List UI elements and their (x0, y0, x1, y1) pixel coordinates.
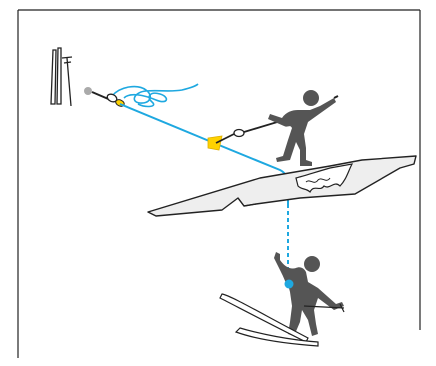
pole-shaft (66, 57, 72, 107)
skier-tie-in-point (284, 279, 294, 289)
pole-strap (63, 61, 72, 64)
ski-left (50, 49, 57, 105)
climber-figure-icon (268, 90, 336, 166)
snow-bridge-icon (147, 155, 417, 217)
skier-body (274, 252, 344, 336)
snow-slab (147, 155, 417, 217)
ski-right (56, 47, 62, 105)
frame-border (17, 9, 421, 358)
ski-pair-icon-2 (219, 293, 319, 347)
ski-pole-icon (61, 56, 73, 107)
slab-notch (237, 197, 257, 207)
rescuer-hand (333, 95, 339, 99)
pole-basket (339, 303, 345, 313)
coil-loop-2 (123, 92, 168, 108)
skier-head (304, 256, 320, 272)
rescuer-body (268, 98, 336, 166)
ski-pair-icon (50, 47, 62, 105)
crevasse-icon (295, 163, 354, 194)
ski-pole-icon-2 (303, 305, 345, 309)
falling-skier-figure-icon (274, 252, 344, 336)
rescuer-head (303, 90, 319, 106)
anchor-point-icon (84, 87, 92, 95)
pole-grip (61, 56, 73, 59)
crevasse-edge-detail (305, 177, 331, 183)
rope-grab-clip-icon (207, 135, 223, 151)
lower-ski-1 (219, 293, 309, 343)
rescuer-tether (215, 132, 237, 144)
carabiner-icon-2 (233, 128, 245, 138)
coil-loop-1 (111, 83, 199, 104)
coiled-rope-icon (111, 83, 199, 108)
lower-ski-2 (234, 327, 319, 347)
